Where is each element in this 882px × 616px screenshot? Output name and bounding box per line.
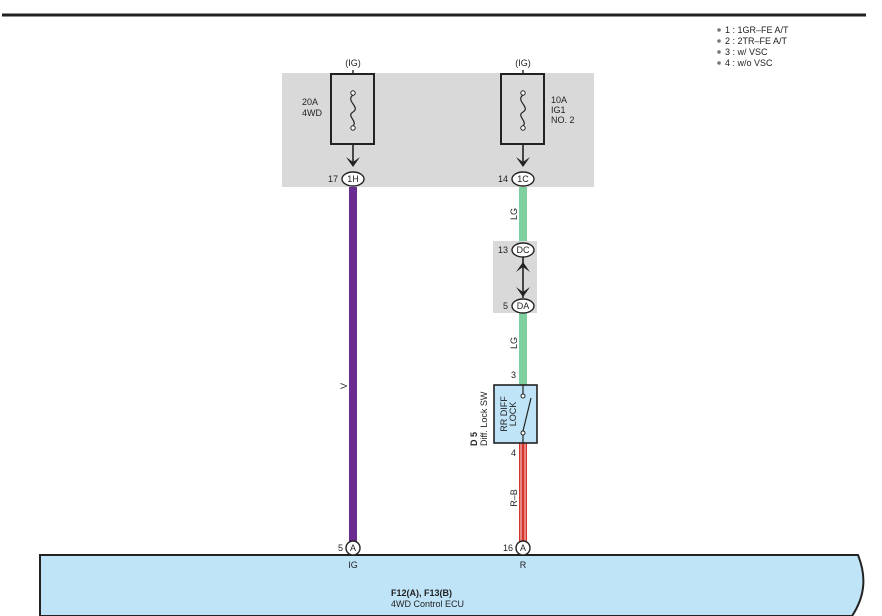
connector-dc-label: DC: [517, 245, 530, 255]
wire-violet: [349, 187, 357, 542]
legend-bullet: [717, 61, 721, 65]
junction-block: [282, 73, 594, 187]
ecu-terminal-left-label: A: [350, 543, 356, 553]
switch-inner-line2: LOCK: [508, 402, 518, 427]
fuse-right-name-line2: NO. 2: [551, 115, 575, 125]
legend-item-2: 2 : 2TR–FE A/T: [725, 36, 788, 46]
ecu-terminal-right-pin: 16: [503, 543, 513, 553]
ecu-connector-ids: F12(A), F13(B): [391, 588, 452, 598]
ecu-terminal-right-name: R: [520, 560, 527, 570]
connector-arrow-up-icon: [516, 262, 530, 272]
switch-code: D 5: [469, 432, 479, 446]
connector-1h-pin: 17: [328, 174, 338, 184]
wire-violet-code: V: [339, 383, 349, 389]
ecu-name: 4WD Control ECU: [391, 599, 464, 609]
legend-bullet: [717, 50, 721, 54]
fuse-left-supply: (IG): [345, 58, 361, 68]
legend-bullet: [717, 28, 721, 32]
ecu-terminal-left: A: [345, 540, 361, 556]
connector-1c: 1C: [511, 171, 535, 187]
connector-arrow-down-icon: [516, 287, 530, 297]
connector-1c-label: 1C: [517, 174, 529, 184]
diff-lock-switch: [493, 384, 538, 444]
connector-1c-pin: 14: [498, 174, 508, 184]
fuse-left: [330, 70, 375, 167]
connector-da-label: DA: [517, 301, 530, 311]
connector-1h-label: 1H: [347, 174, 359, 184]
legend-item-4: 4 : w/o VSC: [725, 58, 773, 68]
connector-da-pin: 5: [503, 301, 508, 311]
wire-lg-upper-code: LG: [509, 208, 519, 220]
switch-inner-line1: RR DIFF: [499, 396, 509, 432]
switch-name: Diff. Lock SW: [479, 391, 489, 446]
fuse-right-supply: (IG): [515, 58, 531, 68]
legend-item-3: 3 : w/ VSC: [725, 47, 768, 57]
switch-contact-icon: [522, 397, 532, 432]
fuse-right-name-line1: IG1: [551, 105, 566, 115]
fuse-left-name: 4WD: [302, 108, 323, 118]
ecu-terminal-left-name: IG: [348, 560, 358, 570]
ecu-terminal-right-label: A: [520, 543, 526, 553]
connector-1h: 1H: [341, 171, 365, 187]
switch-pin-bottom: 4: [511, 448, 516, 458]
ecu-terminal-left-pin: 5: [338, 543, 343, 553]
connector-arrow-icon: [516, 157, 530, 167]
fuse-right-rating: 10A: [551, 95, 567, 105]
legend-item-1: 1 : 1GR–FE A/T: [725, 25, 789, 35]
connector-da: DA: [511, 298, 535, 314]
fuse-left-rating: 20A: [302, 97, 318, 107]
legend: 1 : 1GR–FE A/T 2 : 2TR–FE A/T 3 : w/ VSC…: [717, 25, 789, 68]
switch-pin-top: 3: [511, 370, 516, 380]
wire-rb-code: R–B: [509, 489, 519, 507]
legend-bullet: [717, 39, 721, 43]
wire-lg-lower-code: LG: [509, 337, 519, 349]
fuse-right: [500, 70, 545, 167]
wire-red-black: [519, 443, 527, 542]
wire-lg-upper: [519, 187, 527, 241]
connector-dc: DC: [511, 242, 535, 298]
wire-lg-lower: [519, 313, 527, 385]
ecu-terminal-right: A: [515, 540, 531, 556]
connector-dc-pin: 13: [498, 245, 508, 255]
connector-arrow-icon: [346, 157, 360, 167]
